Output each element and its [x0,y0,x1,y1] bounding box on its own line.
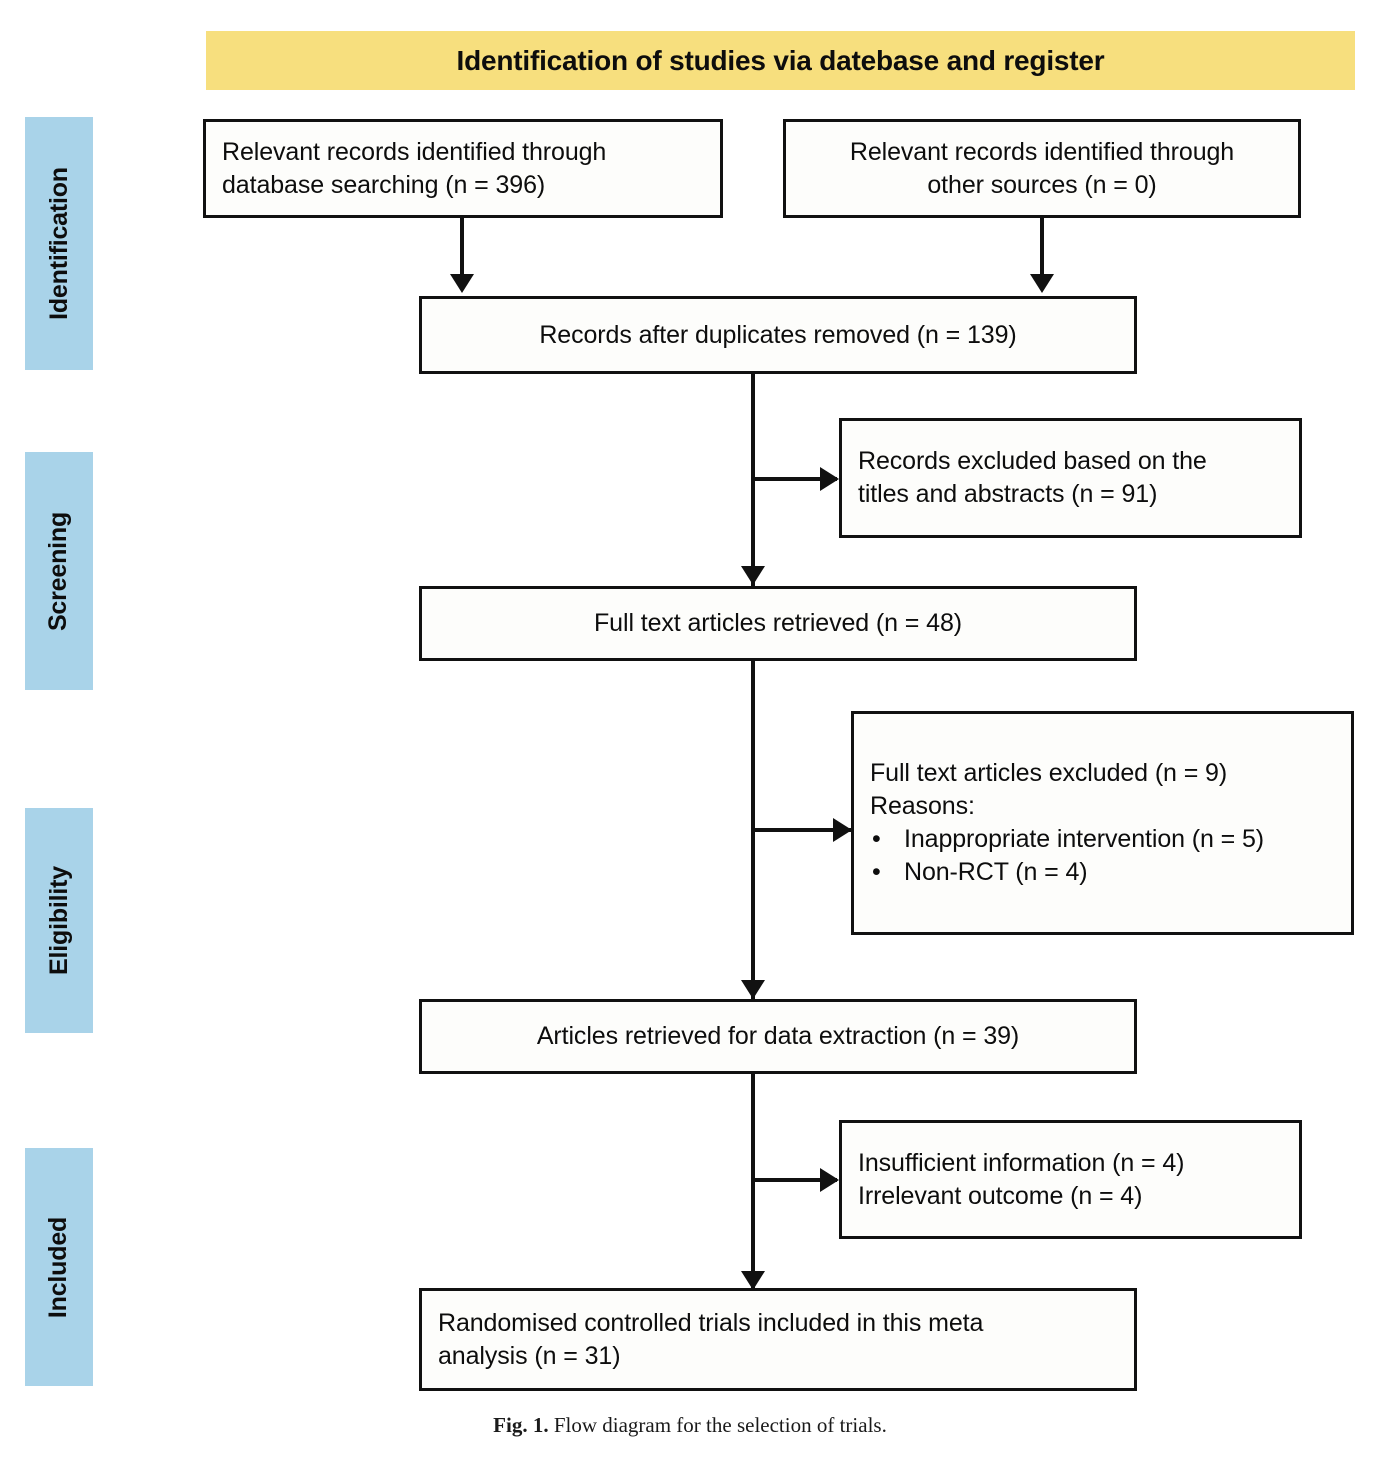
box-fulltext-excluded-bullet-1: • Inappropriate intervention (n = 5) [854,823,1351,856]
stage-label-screening: Screening [44,511,73,631]
stage-label-included: Included [44,1216,73,1318]
connector-extraction-to-included [751,1074,755,1290]
arrowhead-other-sources-to-duplicates [1030,274,1054,293]
diagram-title-banner: Identification of studies via datebase a… [206,31,1355,90]
connector-branch-fulltext-excluded [751,828,851,832]
box-other-sources: Relevant records identified through othe… [783,119,1301,218]
box-database-search-line2: database searching (n = 396) [222,170,546,199]
box-excluded-reasons: Insufficient information (n = 4) Irrelev… [839,1120,1302,1239]
box-fulltext-excluded-bullet-2-text: Non-RCT (n = 4) [904,858,1088,886]
box-fulltext-excluded: Full text articles excluded (n = 9) Reas… [851,711,1354,935]
stage-chip-included: Included [25,1148,93,1386]
box-data-extraction: Articles retrieved for data extraction (… [419,999,1137,1074]
stage-chip-screening: Screening [25,452,93,690]
connector-other-sources-to-duplicates [1040,218,1044,282]
arrowhead-fulltext-to-extraction [741,980,765,999]
connector-branch-excluded-reasons [751,1178,837,1182]
arrowhead-extraction-to-included [741,1271,765,1290]
connector-branch-records-excluded [751,477,837,481]
box-duplicates-removed-line1: Records after duplicates removed (n = 13… [539,320,1017,349]
box-other-sources-line1: Relevant records identified through [849,137,1235,166]
box-included-rcts-line2: analysis (n = 31) [438,1341,621,1370]
box-records-excluded-line2: titles and abstracts (n = 91) [858,480,1158,508]
figure-caption-text: Flow diagram for the selection of trials… [553,1413,887,1437]
stage-label-eligibility: Eligibility [44,866,73,975]
box-excluded-reasons-line2: Irrelevant outcome (n = 4) [858,1181,1143,1210]
box-fulltext-excluded-bullet-2: • Non-RCT (n = 4) [854,856,1351,889]
connector-database-to-duplicates [460,218,464,282]
stage-chip-identification: Identification [25,117,93,370]
box-duplicates-removed: Records after duplicates removed (n = 13… [419,296,1137,374]
box-other-sources-line2: other sources (n = 0) [927,170,1157,199]
box-included-rcts: Randomised controlled trials included in… [419,1288,1137,1391]
arrowhead-fulltext-excluded [833,818,852,842]
bullet-point-icon: • [872,825,881,853]
arrowhead-database-to-duplicates [450,274,474,293]
arrowhead-duplicates-to-fulltext [741,566,765,585]
box-excluded-reasons-line1: Insufficient information (n = 4) [858,1148,1185,1177]
diagram-title: Identification of studies via datebase a… [456,44,1105,76]
box-records-excluded: Records excluded based on the titles and… [839,418,1302,538]
box-fulltext-retrieved: Full text articles retrieved (n = 48) [419,586,1137,661]
arrowhead-excluded-reasons [820,1168,839,1192]
stage-label-identification: Identification [44,167,73,320]
box-records-excluded-line1: Records excluded based on the [858,447,1207,475]
box-included-rcts-line1: Randomised controlled trials included in… [438,1308,984,1337]
box-data-extraction-line1: Articles retrieved for data extraction (… [536,1022,1020,1050]
box-fulltext-excluded-line1: Full text articles excluded (n = 9) [870,759,1228,787]
arrowhead-records-excluded [820,467,839,491]
box-database-search-line1: Relevant records identified through [222,137,607,166]
box-database-search: Relevant records identified through data… [203,119,723,218]
box-fulltext-excluded-line2: Reasons: [870,792,975,820]
figure-caption-label: Fig. 1. [493,1413,549,1437]
box-fulltext-excluded-bullet-1-text: Inappropriate intervention (n = 5) [904,825,1265,853]
stage-chip-eligibility: Eligibility [25,808,93,1033]
box-fulltext-retrieved-line1: Full text articles retrieved (n = 48) [594,609,962,637]
bullet-point-icon: • [872,858,881,886]
figure-caption: Fig. 1. Flow diagram for the selection o… [0,1413,1380,1438]
